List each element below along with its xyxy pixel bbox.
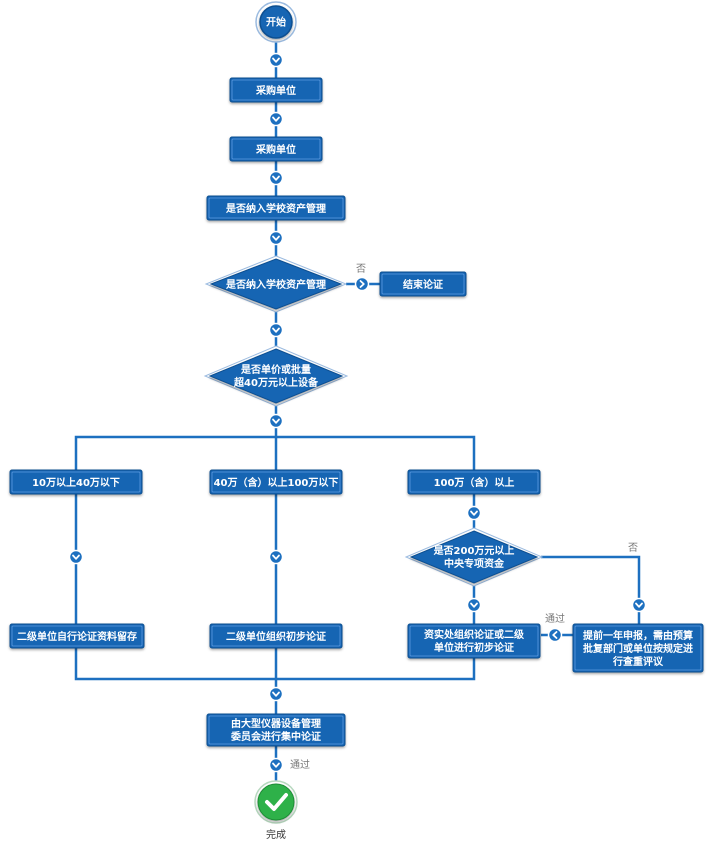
done-node [254, 780, 298, 824]
step-central-committee-line2: 委员会进行集中论证 [230, 730, 321, 743]
flow-lines [74, 40, 641, 784]
branch-10-40-label: 10万以上40万以下 [32, 476, 120, 489]
action-self-certify-label: 二级单位自行论证资料留存 [17, 630, 137, 643]
pass-label-2: 通过 [290, 758, 310, 771]
chevron-down-icon [268, 52, 284, 68]
chevron-down-icon [268, 549, 284, 565]
step-purchase-unit-1: 采购单位 [229, 77, 323, 103]
decision-asset-management-label: 是否纳入学校资产管理 [225, 278, 326, 291]
action-preliminary-label: 二级单位组织初步论证 [226, 630, 326, 643]
chevron-down-icon [466, 597, 482, 613]
action-advance-report: 提前一年申报，需由预算 批复部门或单位按规定进 行查重评议 [572, 623, 704, 673]
action-asset-office-line1: 资实处组织论证或二级 [424, 628, 525, 641]
start-label: 开始 [266, 16, 286, 29]
action-asset-office-line2: 单位进行初步论证 [434, 641, 514, 654]
done-label: 完成 [266, 828, 286, 841]
chevron-down-icon [268, 757, 284, 773]
chevron-left-icon [547, 627, 563, 643]
decision-central-fund-line2: 中央专项资金 [444, 557, 505, 570]
pass-label-1: 通过 [545, 612, 565, 625]
decision-price-threshold-line1: 是否单价或批量 [240, 363, 311, 376]
branch-10-40: 10万以上40万以下 [9, 469, 143, 495]
chevron-down-icon [68, 549, 84, 565]
step-end-certification: 结束论证 [379, 271, 467, 297]
branch-40-100: 40万（含）以上100万以下 [209, 469, 343, 495]
step-purchase-unit-2-label: 采购单位 [255, 143, 296, 156]
step-central-committee-line1: 由大型仪器设备管理 [231, 717, 321, 730]
decision-price-threshold-line2: 超40万元以上设备 [233, 376, 319, 389]
chevron-down-icon [268, 413, 284, 429]
branch-100-plus-label: 100万（含）以上 [434, 476, 515, 489]
chevron-right-icon [354, 276, 370, 292]
action-advance-report-line3: 行查重评议 [612, 655, 664, 668]
no-label-2: 否 [628, 542, 638, 554]
chevron-down-icon [268, 170, 284, 186]
chevron-down-icon [466, 505, 482, 521]
step-purchase-unit-2: 采购单位 [229, 136, 323, 162]
branch-100-plus: 100万（含）以上 [407, 469, 541, 495]
decision-asset-management: 是否纳入学校资产管理 [204, 255, 348, 313]
action-asset-office: 资实处组织论证或二级 单位进行初步论证 [407, 623, 541, 659]
action-self-certify: 二级单位自行论证资料留存 [9, 623, 145, 649]
action-advance-report-line2: 批复部门或单位按规定进 [583, 642, 693, 655]
action-advance-report-line1: 提前一年申报，需由预算 [583, 629, 693, 642]
chevron-down-icon [268, 686, 284, 702]
chevron-down-icon [268, 230, 284, 246]
decision-central-fund-line1: 是否200万元以上 [433, 544, 515, 557]
chevron-down-icon [631, 597, 647, 613]
branch-40-100-label: 40万（含）以上100万以下 [214, 476, 339, 489]
no-label-1: 否 [356, 263, 366, 275]
step-asset-management: 是否纳入学校资产管理 [206, 195, 346, 221]
action-preliminary: 二级单位组织初步论证 [209, 623, 343, 649]
step-end-certification-label: 结束论证 [403, 278, 443, 291]
connector-markers [68, 52, 647, 773]
step-asset-management-label: 是否纳入学校资产管理 [225, 202, 326, 215]
step-purchase-unit-1-label: 采购单位 [255, 84, 296, 97]
start-node: 开始 [255, 1, 297, 43]
step-central-committee: 由大型仪器设备管理 委员会进行集中论证 [206, 713, 346, 747]
check-icon [265, 793, 288, 811]
decision-price-threshold: 是否单价或批量 超40万元以上设备 [203, 345, 349, 407]
chevron-down-icon [268, 322, 284, 338]
chevron-down-icon [268, 111, 284, 127]
decision-central-fund: 是否200万元以上 中央专项资金 [404, 527, 544, 587]
